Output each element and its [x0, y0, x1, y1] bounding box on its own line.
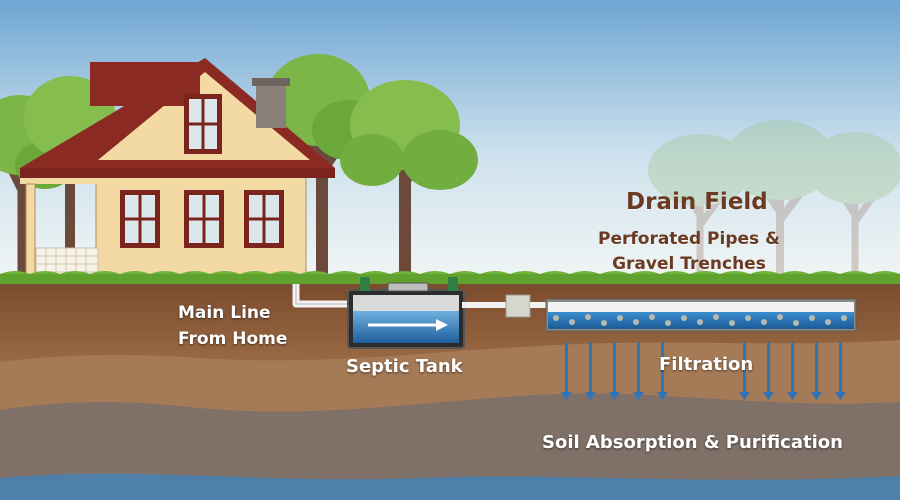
tree-icon	[725, 120, 835, 279]
soil-absorption-label: Soil Absorption & Purification	[542, 432, 843, 453]
tree-icon	[340, 80, 478, 284]
flow-arrow-icon	[787, 342, 798, 400]
flow-arrow-icon	[835, 342, 846, 400]
distribution-box-icon	[505, 294, 531, 318]
flow-arrow-icon	[561, 342, 572, 400]
tree-icon	[648, 134, 752, 279]
filtration-label: Filtration	[659, 354, 754, 375]
main-line-text-2: From Home	[178, 329, 288, 349]
filtration-arrows	[561, 342, 846, 400]
flow-arrow-icon	[609, 342, 620, 400]
water-table	[0, 473, 900, 500]
drain-field-line-2: Gravel Trenches	[612, 254, 766, 274]
flow-arrow-icon	[739, 342, 750, 400]
outlet-pipe	[462, 302, 508, 308]
flow-arrow-icon	[657, 342, 668, 400]
flow-arrow-icon	[811, 342, 822, 400]
septic-tank-label: Septic Tank	[346, 356, 463, 377]
house-icon	[20, 58, 335, 279]
drain-field-line-1: Perforated Pipes &	[598, 229, 780, 249]
drain-field-trench	[545, 298, 857, 332]
drain-field-subtitle: Perforated Pipes & Gravel Trenches	[598, 227, 780, 277]
flow-arrow-icon	[763, 342, 774, 400]
septic-tank-icon	[347, 277, 465, 349]
tree-icon	[807, 132, 900, 279]
flow-arrow-icon	[585, 342, 596, 400]
main-line-text-1: Main Line	[178, 303, 271, 323]
flow-arrow-icon	[633, 342, 644, 400]
faded-trees	[648, 120, 900, 279]
drain-field-title: Drain Field	[626, 189, 768, 215]
main-line-label: Main Line From Home	[178, 300, 287, 352]
